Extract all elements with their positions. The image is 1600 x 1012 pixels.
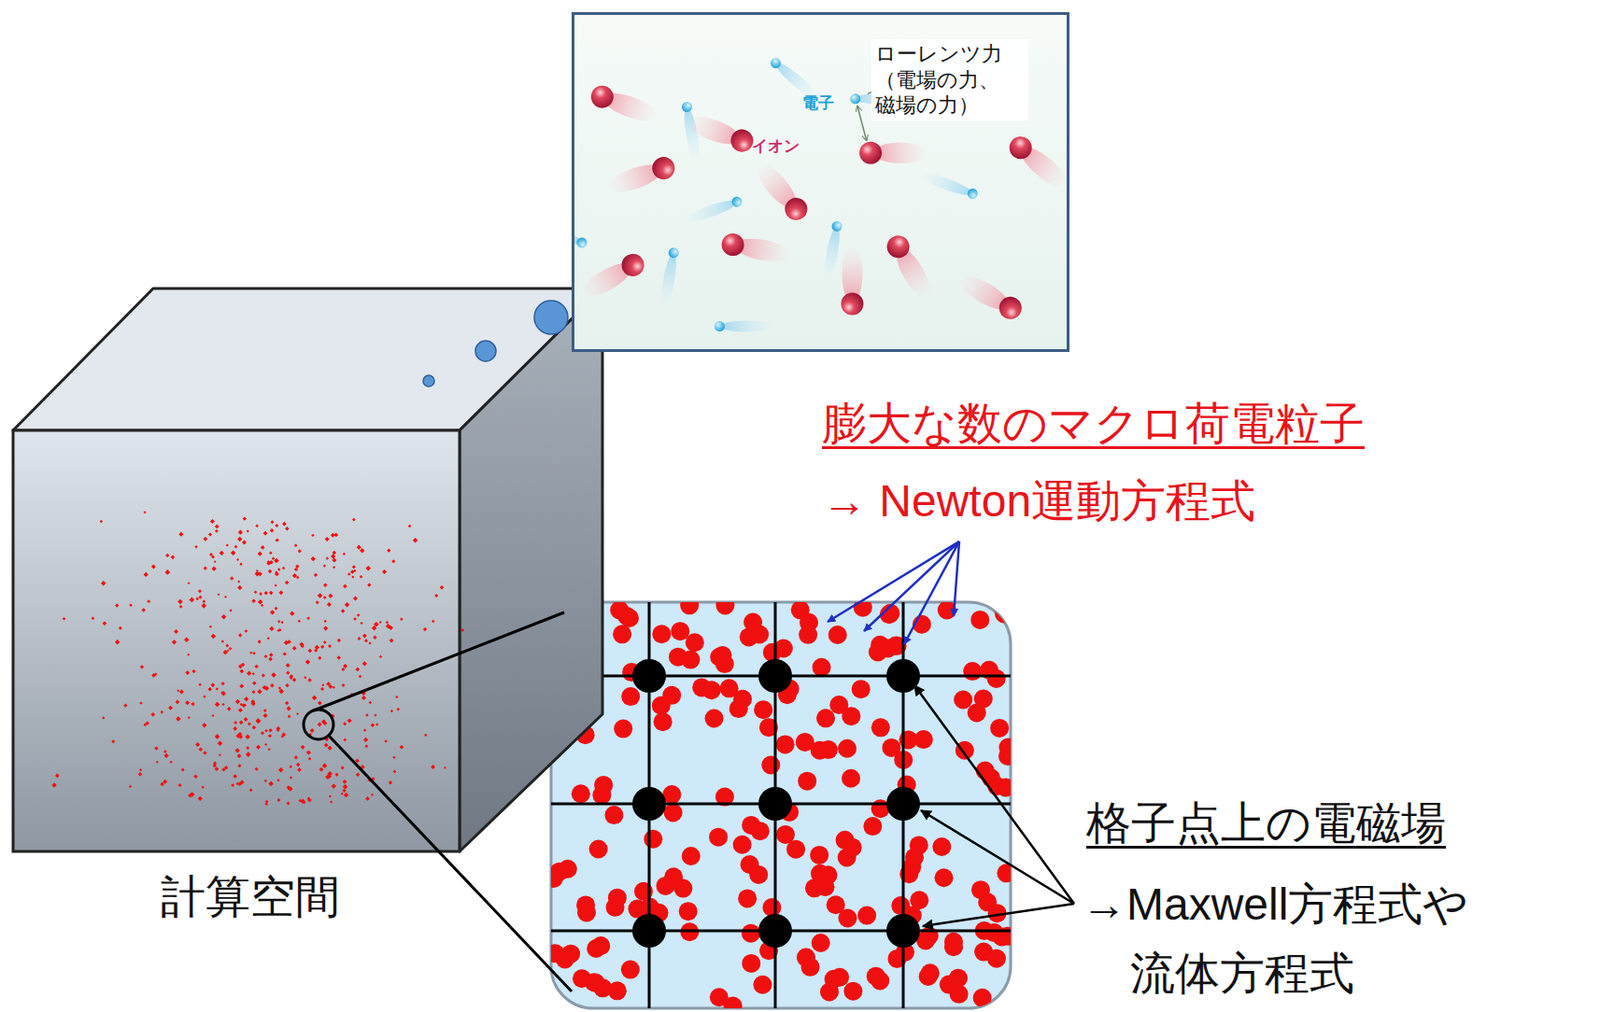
electron-label: 電子 bbox=[802, 94, 835, 114]
field-heading: 格子点上の電磁場 bbox=[1086, 796, 1446, 851]
particle-pointer-arrows bbox=[827, 541, 960, 645]
grid-lines bbox=[551, 602, 1011, 1009]
grid-points bbox=[632, 659, 921, 949]
macro-particles bbox=[551, 602, 1011, 1009]
computation-space-cube: 計算空間 bbox=[13, 280, 611, 935]
cube-illustration bbox=[13, 280, 611, 935]
grid-pointer-arrows bbox=[914, 685, 1075, 927]
maxwell-equation-note: →Maxwell方程式や 流体方程式 bbox=[1081, 870, 1594, 1010]
space-caption: 計算空間 bbox=[13, 870, 488, 925]
zoom-panel bbox=[551, 602, 1011, 1009]
particle-scatter bbox=[51, 510, 465, 807]
plasma-inset: ローレンツ力 （電場の力、 磁場の力） 電子イオン bbox=[571, 12, 1070, 353]
ion-label: イオン bbox=[751, 137, 800, 156]
newton-equation-note: → Newton運動方程式 bbox=[821, 474, 1256, 529]
particles-heading: 膨大な数のマクロ荷電粒子 bbox=[821, 396, 1365, 452]
lorentz-force-note: ローレンツ力 （電場の力、 磁場の力） bbox=[871, 39, 1029, 121]
